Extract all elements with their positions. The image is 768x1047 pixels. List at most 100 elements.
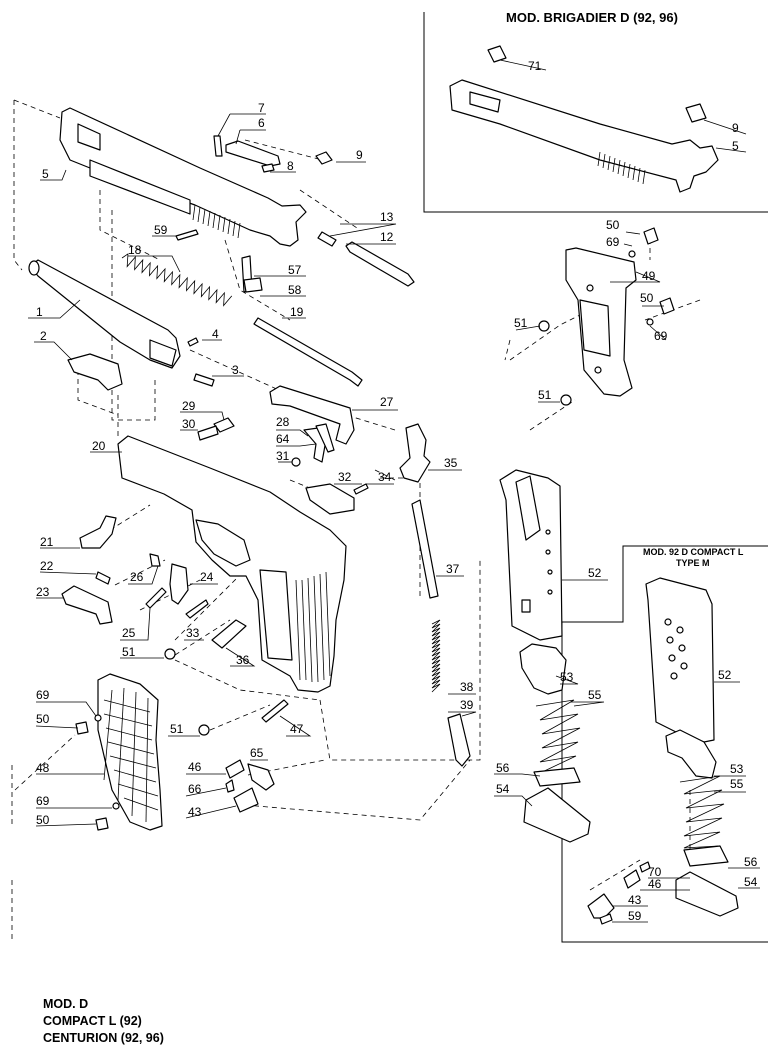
pin-part-4	[187, 337, 199, 347]
parts-32-34	[305, 483, 369, 515]
callout-36: 36	[236, 653, 250, 667]
brigadier-slide-part-5	[449, 79, 719, 193]
callout-12: 12	[380, 230, 394, 244]
callout-grip-69-lower: 69	[654, 329, 668, 343]
callout-19: 19	[290, 305, 304, 319]
callout-9: 9	[356, 148, 363, 162]
brigadier-part-9	[685, 103, 707, 123]
callout-29: 29	[182, 399, 196, 413]
trigger-bar-spring-part-37	[411, 499, 439, 599]
parts-43-46-65-66	[225, 759, 275, 813]
callout-4: 4	[212, 327, 219, 341]
callout-64: 64	[276, 432, 290, 446]
callout-7: 7	[258, 101, 265, 115]
brigadier-inset-frame	[423, 12, 768, 213]
callout-39: 39	[460, 698, 474, 712]
leader-lines	[28, 59, 760, 923]
compact-inset-title-line2: TYPE M	[676, 558, 710, 568]
callout-1: 1	[36, 305, 43, 319]
callout-51-upper: 51	[122, 645, 136, 659]
footer-line-3: CENTURION (92, 96)	[43, 1031, 164, 1045]
pin-part-47	[261, 699, 289, 723]
pin-part-59	[175, 229, 199, 241]
brigadier-inset-title: MOD. BRIGADIER D (92, 96)	[506, 10, 678, 25]
callout-34: 34	[378, 470, 392, 484]
callout-66: 66	[188, 782, 202, 796]
callout-5: 5	[42, 167, 49, 181]
callout-55: 55	[588, 688, 602, 702]
callout-grip-69-upper: 69	[606, 235, 620, 249]
footer-line-2: COMPACT L (92)	[43, 1014, 142, 1028]
footer-line-1: MOD. D	[43, 997, 89, 1011]
callout-35: 35	[444, 456, 458, 470]
floorplate-part-54	[523, 787, 591, 843]
compact-spring-part-55	[679, 775, 725, 849]
callout-38: 38	[460, 680, 474, 694]
parts-24-25-26-33	[145, 553, 209, 619]
floorplate-retainer-part-56	[533, 767, 581, 787]
callout-compact-43: 43	[628, 893, 642, 907]
callout-24: 24	[200, 570, 214, 584]
callout-compact-59: 59	[628, 909, 642, 923]
callout-compact-46: 46	[648, 877, 662, 891]
callout-50-lower: 50	[36, 813, 50, 827]
callout-48: 48	[36, 761, 50, 775]
compact-retainer-part-56	[683, 845, 729, 867]
compact-inset-title-line1: MOD. 92 D COMPACT L	[643, 547, 744, 557]
barrel-part-1	[28, 259, 181, 369]
brigadier-part-71	[487, 45, 507, 63]
parts-27-28-64	[269, 385, 355, 463]
locking-block-part-2	[67, 353, 123, 391]
grip-panel-part-49	[565, 247, 637, 397]
parts-21-22-23	[61, 515, 117, 625]
screw-part-51-upper	[164, 648, 176, 660]
callout-51-lower: 51	[170, 722, 184, 736]
callout-compact-52: 52	[718, 668, 732, 682]
grip-panel-screws-right	[538, 227, 675, 406]
callout-compact-53: 53	[730, 762, 744, 776]
hammer-part-35	[399, 423, 431, 483]
callout-54: 54	[496, 782, 510, 796]
hammer-spring-part-38	[431, 619, 441, 693]
callout-30: 30	[182, 417, 196, 431]
recoil-spring-part-18	[121, 253, 233, 307]
callout-25: 25	[122, 626, 136, 640]
callout-compact-55: 55	[730, 777, 744, 791]
parts-29-30-31	[197, 417, 301, 467]
callout-43: 43	[188, 805, 202, 819]
callout-18: 18	[128, 243, 142, 257]
compact-follower-part-53	[665, 729, 717, 779]
callout-8: 8	[287, 159, 294, 173]
callout-46: 46	[188, 760, 202, 774]
callout-22: 22	[40, 559, 54, 573]
grip-panel-part-48	[97, 673, 163, 831]
callout-27: 27	[380, 395, 394, 409]
callout-numbers: 7 6 8 9 5 59 13 12 18 57 58 1 19 2 4 3 2…	[36, 59, 758, 923]
callout-69-upper: 69	[36, 688, 50, 702]
callout-26: 26	[130, 570, 144, 584]
callout-33: 33	[186, 626, 200, 640]
callout-compact-54: 54	[744, 875, 758, 889]
callout-20: 20	[92, 439, 106, 453]
callout-3: 3	[232, 363, 239, 377]
callout-6: 6	[258, 116, 265, 130]
callout-grip-51-lower: 51	[538, 388, 552, 402]
callout-53: 53	[560, 670, 574, 684]
callout-69-lower: 69	[36, 794, 50, 808]
extractor-parts-6-7-8	[213, 135, 333, 173]
callout-56: 56	[496, 761, 510, 775]
callout-50-upper: 50	[36, 712, 50, 726]
callout-grip-50-upper: 50	[606, 218, 620, 232]
callout-58: 58	[288, 283, 302, 297]
callout-compact-56: 56	[744, 855, 758, 869]
callout-13: 13	[380, 210, 394, 224]
callout-28: 28	[276, 415, 290, 429]
hammer-strut-part-39	[447, 713, 471, 767]
firing-pin-parts-12-13	[317, 231, 415, 287]
parts-57-58	[241, 255, 263, 293]
callout-65: 65	[250, 746, 264, 760]
grip-screws-left	[75, 714, 120, 831]
callout-47: 47	[290, 722, 304, 736]
model-footer: MOD. D COMPACT L (92) CENTURION (92, 96)	[43, 996, 164, 1047]
compact-parts-43-46-59-70	[587, 861, 651, 925]
